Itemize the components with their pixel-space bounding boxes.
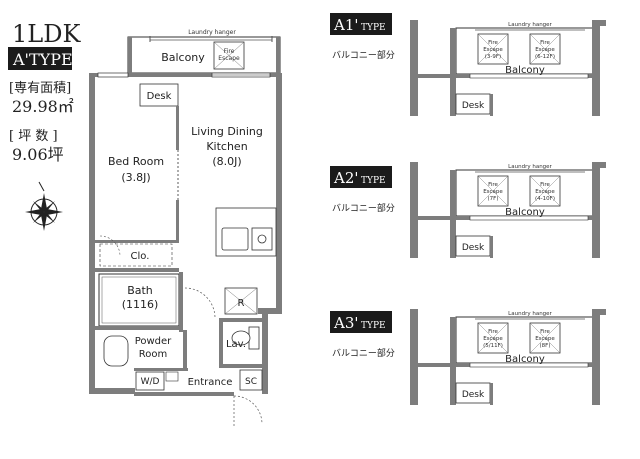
type-label: A'TYPE [12, 50, 73, 69]
washbasin [103, 335, 129, 367]
variant-laundry-label: Laundry hanger [508, 22, 552, 28]
variant-balcony-label: Balcony [505, 354, 545, 365]
variant-fire-escape-text: Fire [488, 329, 498, 335]
stove [251, 227, 273, 251]
area-value: 29.98㎡ [12, 97, 74, 116]
variant-type-badge [330, 13, 392, 35]
variant-fire-escape-text: (7F) [488, 196, 499, 202]
variant-fire-escape-text: Escape [483, 336, 503, 342]
tsubo-value: 9.06坪 [12, 145, 64, 164]
ldk-label-2: Kitchen [206, 140, 247, 153]
powder-room-label-2: Room [139, 349, 167, 360]
variant-fire-escape-text: Fire [488, 40, 498, 46]
variant-desk-label: Desk [462, 101, 485, 111]
fire-escape-line-2: Escape [218, 55, 240, 62]
ldk-label-3: (8.0J) [212, 155, 241, 168]
bedroom-label-2: (3.8J) [121, 171, 150, 184]
fire-escape-hatch: Fire Escape [213, 41, 245, 70]
bath [98, 273, 180, 327]
variant-balcony-label: Balcony [505, 65, 545, 76]
laundry-hanger-label: Laundry hanger [188, 29, 236, 36]
closet-label: Clo. [131, 251, 150, 262]
washer-dryer [135, 371, 165, 391]
variant-fire-escape-text: (4-10F) [535, 196, 555, 202]
balcony-label: Balcony [161, 51, 205, 64]
kitchen-sink [221, 227, 249, 251]
variant-fire-escape-text: Fire [540, 40, 550, 46]
variant-fire-escape-text: (5/11F) [483, 343, 503, 349]
variant-desk-label: Desk [462, 243, 485, 253]
powder-room-label-1: Powder [135, 336, 172, 347]
variant-laundry-label: Laundry hanger [508, 311, 552, 317]
variant-fire-escape-text: Escape [535, 336, 555, 342]
variant-balcony-label: Balcony [505, 207, 545, 218]
variant-fire-escape-text: Fire [540, 329, 550, 335]
ldk-label-1: Living Dining [191, 125, 263, 138]
variant-fire-escape-text: Escape [483, 47, 503, 53]
fire-escape-line-1: Fire [224, 48, 235, 55]
entrance-label: Entrance [188, 377, 233, 388]
variant-caption: バルコニー部分 [332, 202, 395, 214]
variant-type-badge [330, 166, 392, 188]
unit-info: 1LDK A'TYPE [専有面積] 29.98㎡ [ 坪 数 ] 9.06坪 [8, 20, 81, 164]
variant-type-suffix: TYPE [361, 23, 386, 33]
area-label: [専有面積] [9, 81, 71, 96]
variant-fire-escape-text: (8F) [540, 343, 551, 349]
variant-type-suffix: TYPE [361, 176, 386, 186]
closet [99, 243, 173, 267]
washer-dryer-label: W/D [141, 377, 160, 387]
variant-fire-escape-text: (3-9F) [485, 54, 501, 60]
type-badge [8, 47, 72, 70]
variant-type-label: A3' [333, 314, 359, 332]
variant-caption: バルコニー部分 [332, 347, 395, 359]
variant-caption: バルコニー部分 [332, 49, 395, 61]
toilet [248, 326, 260, 350]
shoe-closet [239, 369, 263, 391]
variant-type-suffix: TYPE [361, 321, 386, 331]
variant-type-badge [330, 311, 392, 333]
variant-type-label: A2' [333, 169, 359, 187]
refrigerator-label: R [238, 298, 245, 309]
variant-fire-escape-text: Escape [483, 189, 503, 195]
shoe-closet-label: SC [245, 377, 257, 387]
main-plan: Laundry hanger Balcony Fire Escape Desk [89, 29, 282, 428]
lavatory-label: Lav. [226, 339, 246, 350]
desk-label: Desk [147, 91, 172, 102]
variant-fire-escape-text: Fire [488, 182, 498, 188]
variant-desk-label: Desk [462, 390, 485, 400]
variant-type-label: A1' [333, 16, 359, 34]
variant-laundry-label: Laundry hanger [508, 164, 552, 170]
bedroom-label-1: Bed Room [108, 155, 164, 168]
compass-icon [25, 181, 63, 231]
bath-label-1: Bath [127, 284, 153, 297]
variant-fire-escape-text: Fire [540, 182, 550, 188]
balcony-area [127, 36, 281, 74]
layout-label: 1LDK [12, 20, 81, 48]
variant-fire-escape-text: Escape [535, 189, 555, 195]
desk [139, 83, 179, 107]
bath-label-2: (1116) [122, 298, 159, 311]
tsubo-label: [ 坪 数 ] [9, 129, 58, 144]
variant-fire-escape-text: (6-12F) [535, 54, 555, 60]
variant-fire-escape-text: Escape [535, 47, 555, 53]
